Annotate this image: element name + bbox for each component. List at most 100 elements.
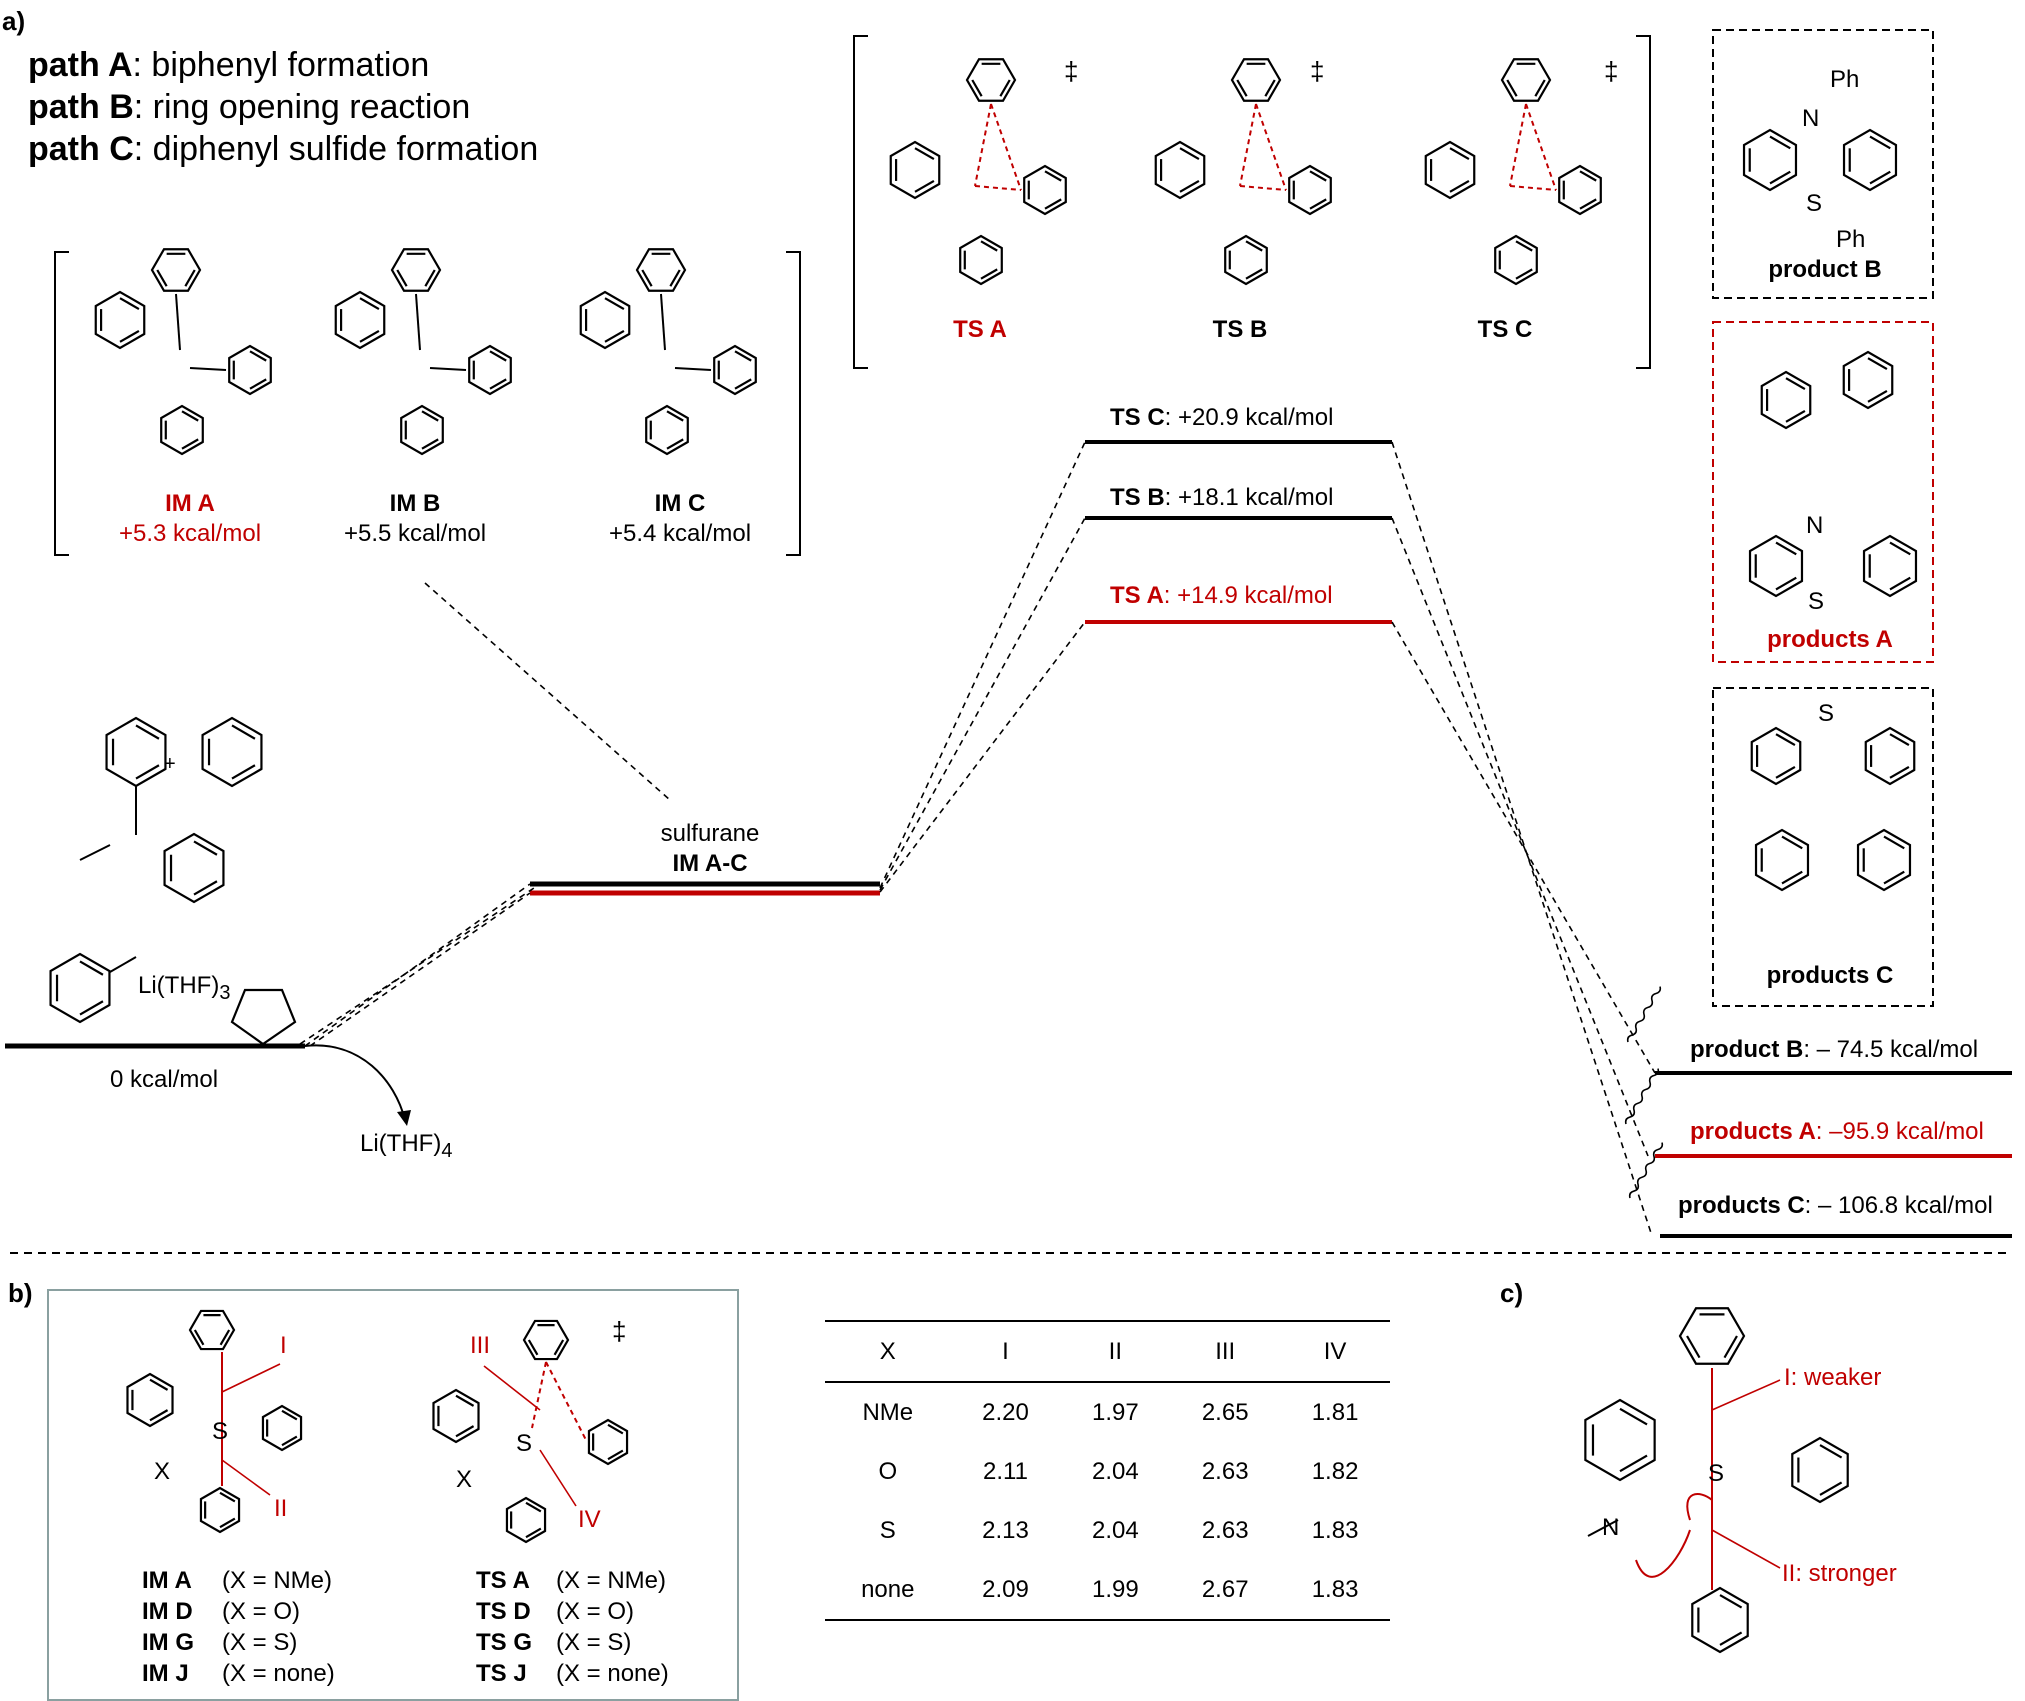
double-bond	[1179, 179, 1200, 193]
double-bond	[193, 880, 218, 896]
thf-ring	[230, 988, 297, 1046]
pc-ring-4	[1691, 1586, 1749, 1654]
im-2-ring-2	[635, 248, 687, 292]
double-bond	[1889, 733, 1910, 747]
im-c-label: IM C	[654, 490, 706, 517]
path-b-line: path B: ring opening reaction	[28, 88, 471, 126]
double-bond	[1785, 377, 1806, 391]
double-bond	[1245, 268, 1263, 280]
double-bond	[1686, 1335, 1701, 1359]
connector-ts-c-prod	[1391, 441, 1653, 1237]
double-bond	[527, 1339, 539, 1356]
im-0-ring-1	[94, 290, 146, 350]
im-0-ring-3	[228, 344, 272, 396]
table-cell: NMe	[862, 1398, 914, 1426]
double-bond	[641, 269, 653, 287]
table-cell: 2.63	[1201, 1516, 1249, 1544]
im-0-ring-2	[150, 248, 202, 292]
double-bond	[1869, 135, 1891, 150]
ts-b-label: TS B	[1212, 316, 1268, 343]
pb-ts-red-1	[531, 1361, 547, 1429]
double-bond	[980, 240, 998, 252]
panel-c-label: c)	[1500, 1278, 1524, 1308]
pc-ring-1	[1584, 1398, 1656, 1482]
table-cell: 2.04	[1091, 1457, 1139, 1485]
im-b-energy: +5.5 kcal/mol	[343, 520, 487, 547]
pb-im-ring-3	[261, 1404, 303, 1452]
double-bond	[1775, 541, 1797, 556]
double-bond	[421, 410, 439, 422]
table-cell: 1.99	[1091, 1575, 1139, 1603]
pc-ring-3	[1791, 1436, 1849, 1504]
table-header: X	[879, 1337, 896, 1365]
double-bond	[1867, 389, 1888, 403]
double-bond	[181, 410, 199, 422]
start-energy-label: 0 kcal/mol	[110, 1066, 219, 1093]
double-bond	[1867, 357, 1888, 371]
double-bond	[1889, 765, 1910, 779]
table-header: I	[1002, 1337, 1009, 1365]
im-1-bond-2	[429, 367, 467, 371]
ts-1-ring-3	[1288, 164, 1332, 216]
double-bond	[1245, 240, 1263, 252]
sulfonium-ring-left	[105, 716, 167, 788]
double-bond	[914, 147, 935, 161]
break-mark-c	[1628, 1142, 1664, 1199]
panel-c-s: S	[1708, 1460, 1725, 1487]
double-bond	[149, 1409, 169, 1422]
path-a-line: path A: biphenyl formation	[28, 46, 430, 84]
product-b-ph1: Ph	[1830, 66, 1860, 93]
double-bond	[219, 1329, 231, 1346]
products-c-s: S	[1818, 700, 1835, 727]
double-bond	[1819, 1481, 1843, 1496]
double-bond	[1785, 409, 1806, 423]
double-bond	[181, 438, 199, 450]
dps-ring-2	[1864, 726, 1916, 786]
table-cell: 1.83	[1311, 1575, 1359, 1603]
double-bond	[1883, 835, 1905, 850]
table-cell: 1.83	[1311, 1516, 1359, 1544]
double-bond	[135, 764, 160, 780]
double-bond	[666, 410, 684, 422]
table-cell: 1.97	[1091, 1398, 1139, 1426]
product-b-ring-1	[1742, 128, 1798, 192]
table-cell: S	[879, 1516, 896, 1544]
products-a-s: S	[1808, 588, 1825, 615]
double-bond	[1889, 576, 1911, 591]
panel-a-label: a)	[2, 6, 26, 36]
phli-ring	[49, 952, 111, 1024]
ts-1-red-bond-2	[1239, 185, 1287, 191]
dps-ring-1	[1750, 726, 1802, 786]
ts-0-red-bond-2	[974, 185, 1022, 191]
double-bond	[119, 329, 140, 343]
bond-mark-iii: III	[470, 1332, 491, 1359]
double-bond	[604, 297, 625, 311]
panel-b-im-s: S	[212, 1418, 229, 1445]
double-bond	[231, 724, 256, 740]
table-cell: 2.04	[1091, 1516, 1139, 1544]
double-bond	[1449, 147, 1470, 161]
products-c-box-label: products C	[1766, 962, 1894, 989]
ts-b-dagger: ‡	[1310, 56, 1325, 86]
ts-b-energy-label: TS B: +18.1 kcal/mol	[1110, 484, 1334, 511]
byproduct-arrow	[304, 1044, 406, 1121]
table-header: III	[1215, 1337, 1236, 1365]
double-bond	[1889, 541, 1911, 556]
products-a-box-label: products A	[1767, 626, 1893, 653]
table-cell: 1.81	[1311, 1398, 1359, 1426]
double-bond	[1775, 765, 1796, 779]
sulfurane-name: IM A-C	[672, 850, 748, 877]
product-b-s: S	[1806, 190, 1823, 217]
connector-ts-c	[879, 441, 1086, 889]
double-bond	[149, 1378, 169, 1391]
pb-im-ring-1	[126, 1372, 174, 1428]
n-methyl-bond	[79, 844, 111, 861]
double-bond	[249, 378, 267, 390]
bond-mark-iv: IV	[578, 1506, 601, 1533]
phenothiazine-ring-1	[1748, 534, 1804, 598]
double-bond	[1769, 170, 1791, 185]
connector-start-3	[299, 887, 535, 1045]
table-cell: none	[861, 1575, 915, 1603]
panel-b-im-x: X	[154, 1458, 171, 1485]
byproduct-arrowhead	[397, 1110, 411, 1126]
